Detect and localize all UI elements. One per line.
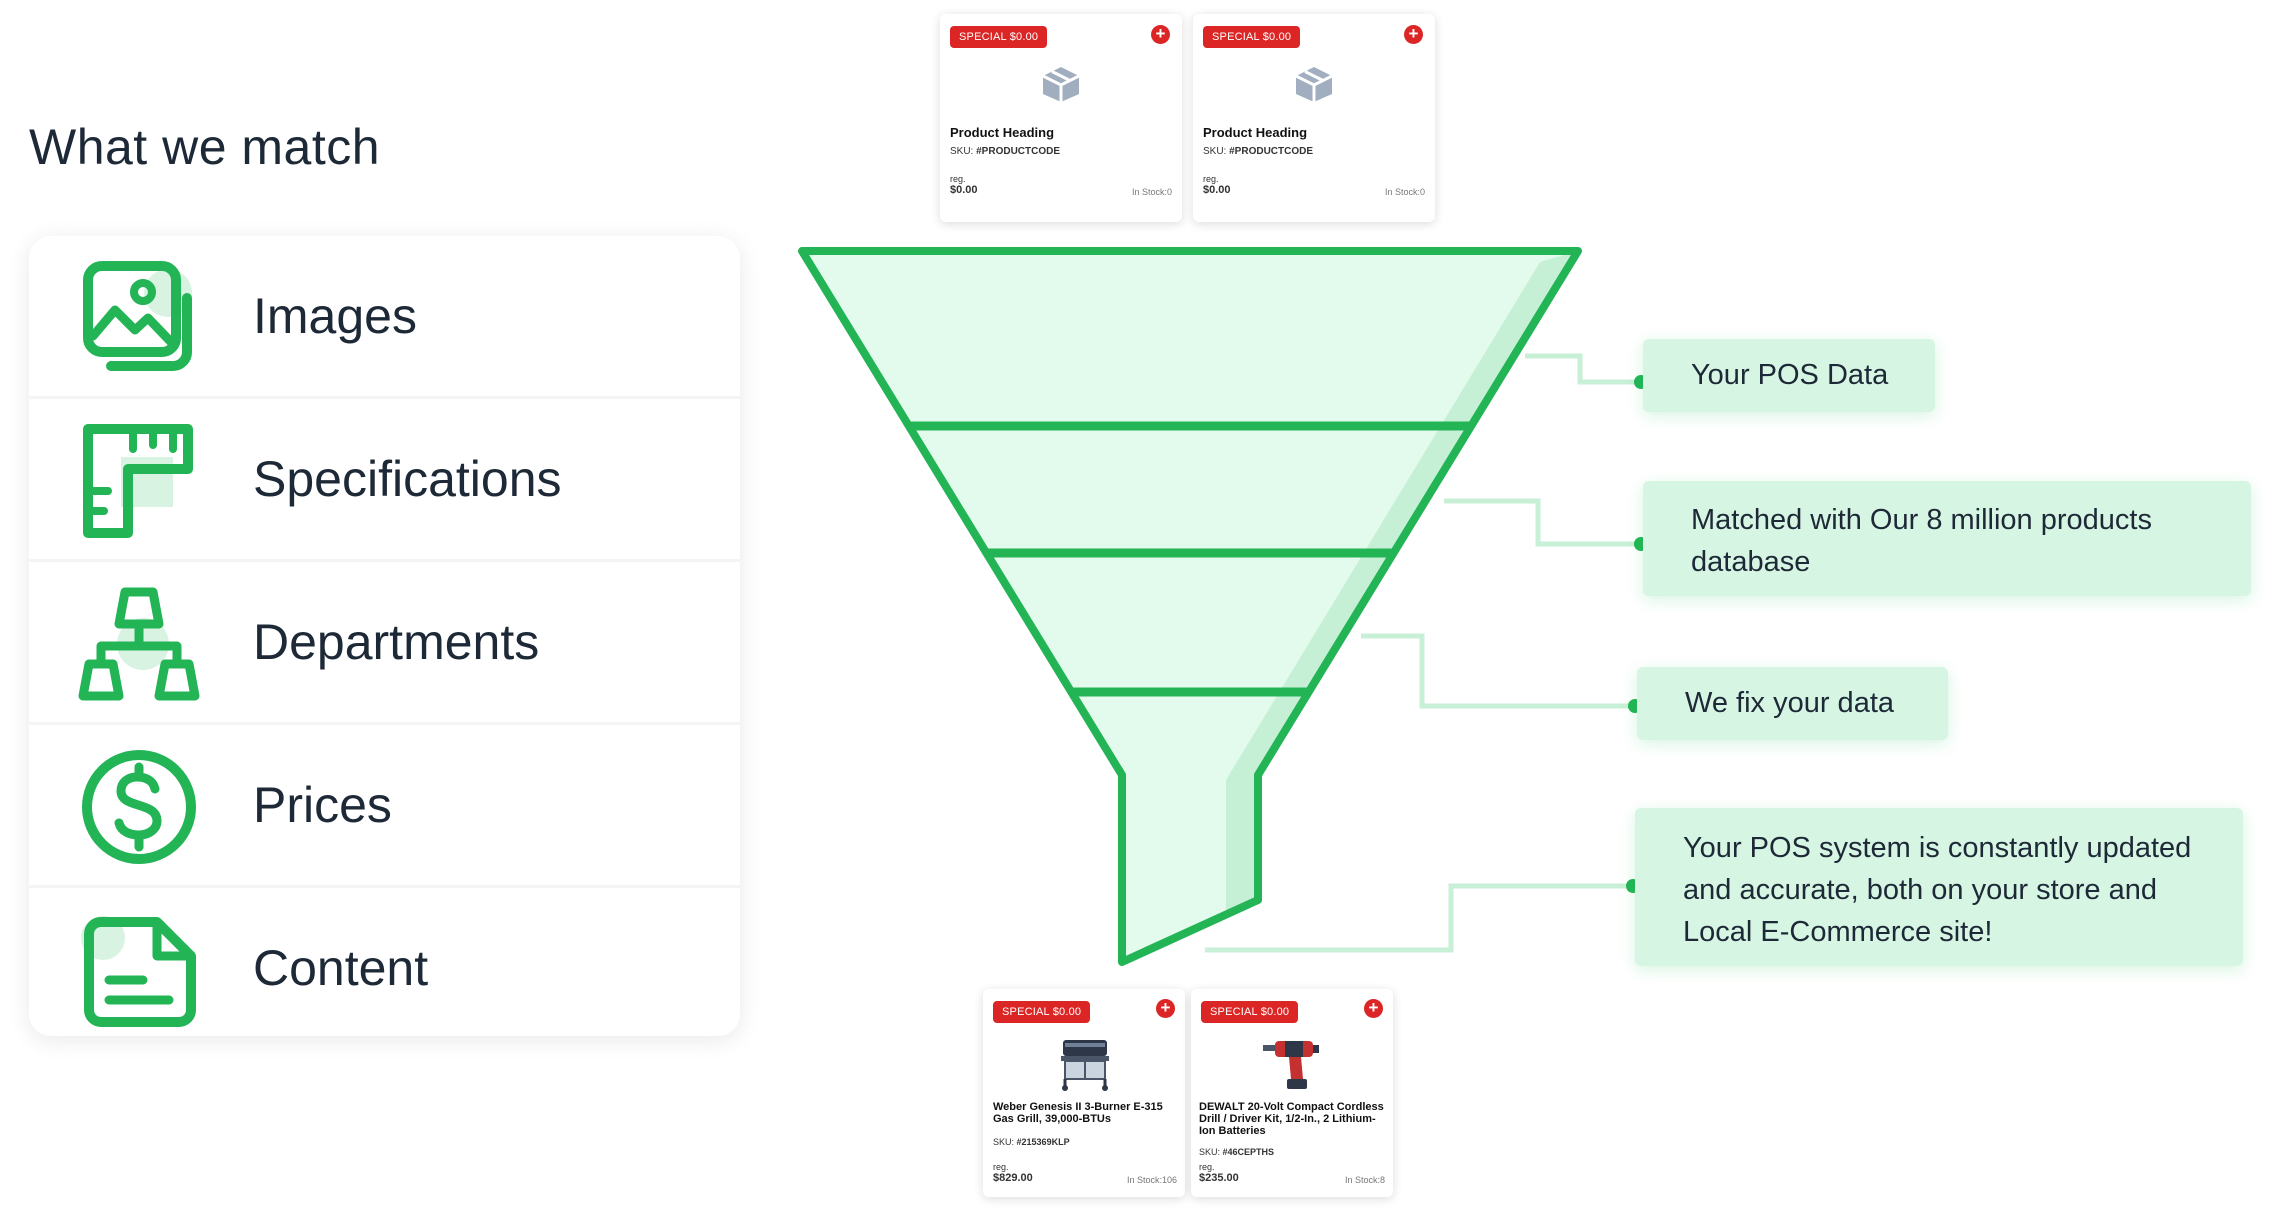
special-badge: SPECIAL $0.00 bbox=[1201, 1001, 1299, 1023]
match-item-label: Departments bbox=[253, 614, 540, 670]
step-label: We fix your data bbox=[1685, 687, 1895, 719]
product-card-placeholder[interactable]: SPECIAL $0.00 + Product Heading SKU: #PR… bbox=[1193, 14, 1435, 222]
match-item-images: Images bbox=[29, 236, 740, 399]
special-badge: SPECIAL $0.00 bbox=[993, 1001, 1091, 1023]
step-label: Matched with Our 8 million products data… bbox=[1691, 504, 2152, 578]
funnel-shape bbox=[802, 251, 1578, 962]
add-icon[interactable]: + bbox=[1404, 25, 1423, 44]
match-list-card: Images Specifications Departments Prices bbox=[29, 236, 740, 1036]
product-price: reg.$235.00 bbox=[1199, 1162, 1239, 1184]
match-item-label: Images bbox=[253, 288, 417, 344]
product-card-placeholder[interactable]: SPECIAL $0.00 + Product Heading SKU: #PR… bbox=[940, 14, 1182, 222]
match-item-label: Prices bbox=[253, 777, 392, 833]
match-item-specifications: Specifications bbox=[29, 399, 740, 562]
product-stock: In Stock:8 bbox=[1344, 1175, 1385, 1185]
product-heading: DEWALT 20-Volt Compact Cordless Drill / … bbox=[1199, 1101, 1384, 1137]
match-item-content: Content bbox=[29, 888, 740, 1036]
product-sku: SKU: #PRODUCTCODE bbox=[1203, 146, 1314, 157]
special-badge: SPECIAL $0.00 bbox=[950, 26, 1048, 48]
special-badge: SPECIAL $0.00 bbox=[1203, 26, 1301, 48]
add-icon[interactable]: + bbox=[1156, 999, 1175, 1018]
product-heading: Product Heading bbox=[950, 125, 1055, 140]
product-sku: SKU: #PRODUCTCODE bbox=[950, 146, 1061, 157]
box-icon bbox=[1042, 67, 1080, 102]
step-fix-data: We fix your data bbox=[1637, 667, 1948, 740]
connector-3 bbox=[1361, 633, 1635, 709]
hierarchy-icon bbox=[78, 587, 200, 701]
box-icon bbox=[1295, 67, 1333, 102]
product-card-grill[interactable]: SPECIAL $0.00 + Weber Genesis II 3-Burne… bbox=[983, 989, 1185, 1197]
product-price: reg.$0.00 bbox=[1203, 174, 1231, 196]
product-heading: Weber Genesis II 3-Burner E-315 Gas Gril… bbox=[993, 1101, 1163, 1125]
product-stock: In Stock:0 bbox=[1131, 187, 1172, 197]
match-item-departments: Departments bbox=[29, 562, 740, 725]
step-pos-data: Your POS Data bbox=[1643, 339, 1935, 412]
product-heading: Product Heading bbox=[1203, 125, 1308, 140]
product-card-drill[interactable]: SPECIAL $0.00 + DEWALT 20-Volt Compact C… bbox=[1191, 989, 1393, 1197]
step-pos-updated: Your POS system is constantly updated an… bbox=[1635, 808, 2243, 966]
add-icon[interactable]: + bbox=[1364, 999, 1383, 1018]
connector-2 bbox=[1444, 498, 1641, 547]
match-item-label: Specifications bbox=[253, 451, 562, 507]
section-heading: What we match bbox=[29, 119, 381, 175]
product-stock: In Stock:106 bbox=[1126, 1175, 1177, 1185]
connector-1 bbox=[1525, 353, 1641, 385]
ruler-icon bbox=[83, 424, 193, 538]
document-icon bbox=[81, 916, 196, 1027]
connector-4 bbox=[1205, 883, 1633, 953]
step-matched-database: Matched with Our 8 million products data… bbox=[1643, 481, 2251, 596]
product-sku: SKU: #215369KLP bbox=[993, 1137, 1070, 1147]
funnel-shading bbox=[1226, 251, 1578, 912]
match-item-prices: Prices bbox=[29, 725, 740, 888]
drill-image bbox=[1263, 1041, 1319, 1089]
funnel-outline bbox=[798, 247, 1582, 966]
grill-image bbox=[1061, 1040, 1109, 1091]
dollar-icon bbox=[82, 750, 196, 864]
image-icon bbox=[83, 261, 192, 371]
step-label: Your POS Data bbox=[1691, 359, 1889, 391]
product-price: reg.$829.00 bbox=[993, 1162, 1033, 1184]
product-stock: In Stock:0 bbox=[1384, 187, 1425, 197]
product-price: reg.$0.00 bbox=[950, 174, 978, 196]
add-icon[interactable]: + bbox=[1151, 25, 1170, 44]
step-label: Your POS system is constantly updated an… bbox=[1683, 832, 2192, 948]
match-item-label: Content bbox=[253, 940, 429, 996]
product-sku: SKU: #46CEPTHS bbox=[1199, 1147, 1275, 1157]
